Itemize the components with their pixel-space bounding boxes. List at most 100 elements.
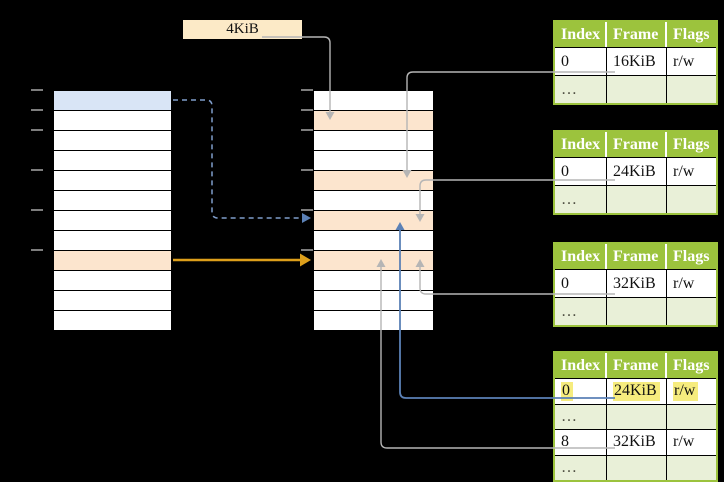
virtual-memory-row	[53, 250, 172, 271]
virtual-memory-column	[53, 90, 172, 331]
table-cell	[667, 404, 716, 429]
address-tick	[31, 169, 43, 171]
table-cell: 0	[555, 270, 607, 297]
address-tick	[301, 169, 313, 171]
physical-memory-row	[313, 290, 434, 311]
column-header-flags: Flags	[667, 353, 716, 378]
table-cell: 16KiB	[607, 48, 667, 75]
highlighted-value: r/w	[673, 381, 699, 401]
table-cell: …	[555, 455, 607, 480]
table-cell	[667, 76, 716, 103]
physical-memory-row	[313, 310, 434, 331]
table-row: …	[555, 185, 716, 213]
physical-memory-row	[313, 90, 434, 111]
table-cell: r/w	[667, 430, 716, 455]
virtual-memory-row	[53, 130, 172, 151]
table-cell: 32KiB	[607, 270, 667, 297]
table-cell	[607, 76, 667, 103]
address-tick	[301, 129, 313, 131]
table-cell	[667, 455, 716, 480]
physical-memory-row	[313, 270, 434, 291]
column-header-index: Index	[555, 132, 607, 157]
table-cell: 0	[555, 158, 607, 185]
table-cell	[607, 455, 667, 480]
column-header-flags: Flags	[667, 244, 716, 269]
physical-memory-row	[313, 130, 434, 151]
table-row: 0 24KiB r/w	[555, 378, 716, 404]
physical-memory-row	[313, 150, 434, 171]
virtual-memory-row	[53, 290, 172, 311]
column-header-flags: Flags	[667, 132, 716, 157]
table-cell: r/w	[667, 48, 716, 75]
address-tick	[31, 249, 43, 251]
column-header-index: Index	[555, 244, 607, 269]
physical-memory-row	[313, 210, 434, 231]
table-cell: …	[555, 298, 607, 325]
table-cell: …	[555, 76, 607, 103]
table-cell: 32KiB	[607, 430, 667, 455]
virtual-memory-row	[53, 230, 172, 251]
selected-page-dashed-arrow	[173, 99, 302, 219]
column-header-frame: Frame	[607, 353, 667, 378]
table-cell	[607, 404, 667, 429]
virtual-memory-row	[53, 110, 172, 131]
table-cell: r/w	[667, 158, 716, 185]
highlighted-value: 0	[561, 381, 573, 401]
virtual-memory-row	[53, 210, 172, 231]
table-row: …	[555, 454, 716, 480]
virtual-memory-row	[53, 150, 172, 171]
highlighted-value: 24KiB	[613, 381, 660, 401]
address-tick	[301, 109, 313, 111]
address-tick	[31, 129, 43, 131]
table-cell	[667, 186, 716, 213]
physical-memory-row	[313, 250, 434, 271]
address-tick	[31, 89, 43, 91]
address-tick	[301, 249, 313, 251]
table-cell: 0	[555, 48, 607, 75]
address-tick	[301, 209, 313, 211]
table-cell: 24KiB	[607, 379, 667, 404]
virtual-memory-row	[53, 170, 172, 191]
table-cell	[607, 186, 667, 213]
table-cell: 24KiB	[607, 158, 667, 185]
selected-page-dashed-arrow-head	[302, 213, 311, 223]
virtual-memory-row	[53, 270, 172, 291]
table-cell: 0	[555, 379, 607, 404]
column-header-frame: Frame	[607, 22, 667, 47]
physical-memory-column	[313, 90, 434, 331]
table-cell: r/w	[667, 379, 716, 404]
table-row: …	[555, 403, 716, 429]
physical-memory-row	[313, 110, 434, 131]
physical-memory-row	[313, 230, 434, 251]
table-cell: …	[555, 186, 607, 213]
column-header-index: Index	[555, 353, 607, 378]
table-cell: …	[555, 404, 607, 429]
table-cell: 8	[555, 430, 607, 455]
column-header-frame: Frame	[607, 132, 667, 157]
column-header-flags: Flags	[667, 22, 716, 47]
physical-memory-row	[313, 190, 434, 211]
address-tick	[301, 89, 313, 91]
table-row: …	[555, 297, 716, 325]
table-cell	[607, 298, 667, 325]
table-row: …	[555, 75, 716, 103]
address-tick	[31, 109, 43, 111]
table-cell: r/w	[667, 270, 716, 297]
page-size-label-text: 4KiB	[226, 21, 259, 37]
virtual-memory-row	[53, 310, 172, 331]
virtual-memory-row	[53, 190, 172, 211]
address-tick	[31, 209, 43, 211]
column-header-index: Index	[555, 22, 607, 47]
